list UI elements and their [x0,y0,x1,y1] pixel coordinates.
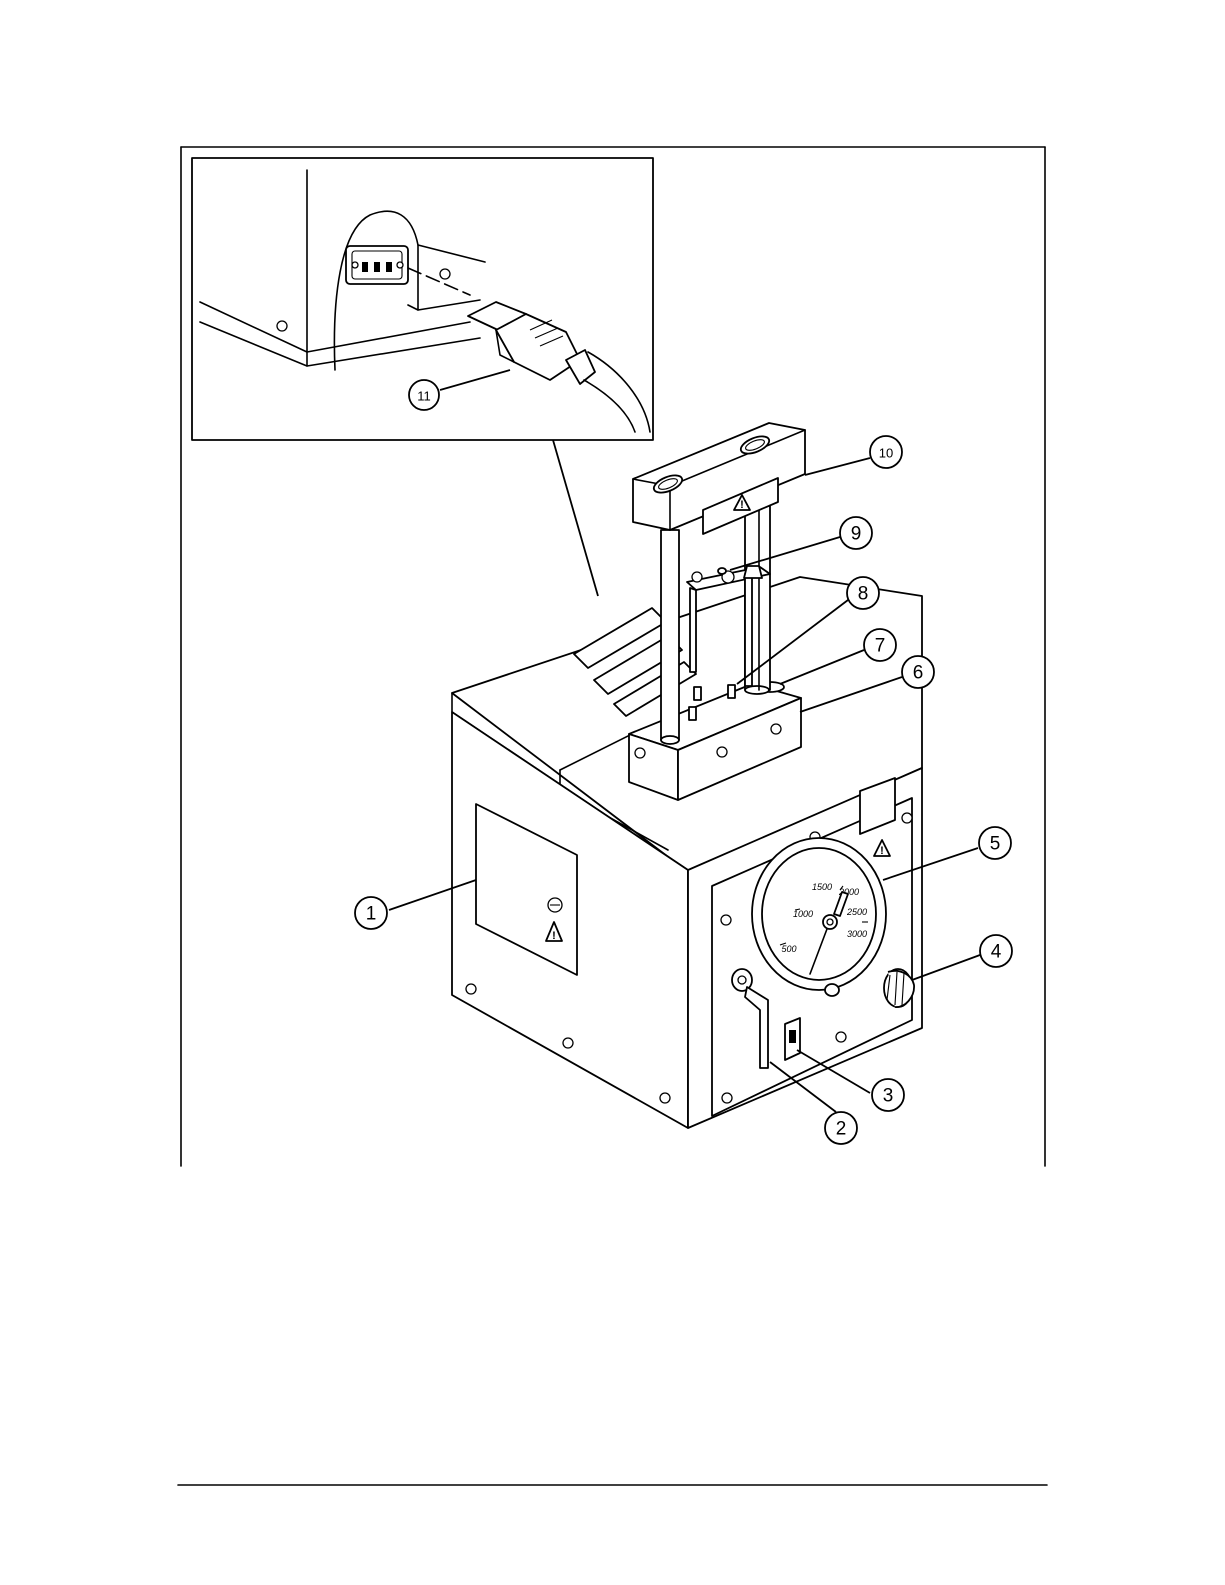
rocker-switch [785,1018,800,1060]
callout-2: 2 [825,1112,857,1144]
callout-9: 9 [840,517,872,549]
svg-text:8: 8 [858,584,869,605]
svg-text:11: 11 [417,389,431,404]
svg-text:7: 7 [875,636,886,657]
locating-pins [694,687,701,700]
callout-6: 6 [902,656,934,688]
callout-7: 7 [864,629,896,661]
inset-leader [553,440,598,596]
callout-5: 5 [979,827,1011,859]
svg-text:4: 4 [991,942,1002,963]
svg-text:!: ! [552,930,556,942]
svg-text:2500: 2500 [846,907,867,917]
svg-text:3: 3 [883,1086,894,1107]
callout-11: 11 [409,380,439,410]
svg-text:5: 5 [990,834,1001,855]
svg-text:3000: 3000 [847,929,867,939]
callout-4: 4 [980,935,1012,967]
svg-text:!: ! [740,499,744,511]
callout-8: 8 [847,577,879,609]
svg-text:1: 1 [366,904,377,925]
crosshead: ! [633,423,805,534]
callout-3: 3 [872,1079,904,1111]
svg-text:1000: 1000 [793,909,813,919]
svg-text:1500: 1500 [812,882,832,892]
svg-text:9: 9 [851,524,862,545]
svg-text:2: 2 [836,1119,847,1140]
svg-text:500: 500 [781,944,796,954]
svg-text:10: 10 [879,446,893,461]
callout-1: 1 [355,897,387,929]
svg-text:!: ! [880,845,884,857]
svg-text:6: 6 [913,663,924,684]
callout-10: 10 [870,436,902,468]
